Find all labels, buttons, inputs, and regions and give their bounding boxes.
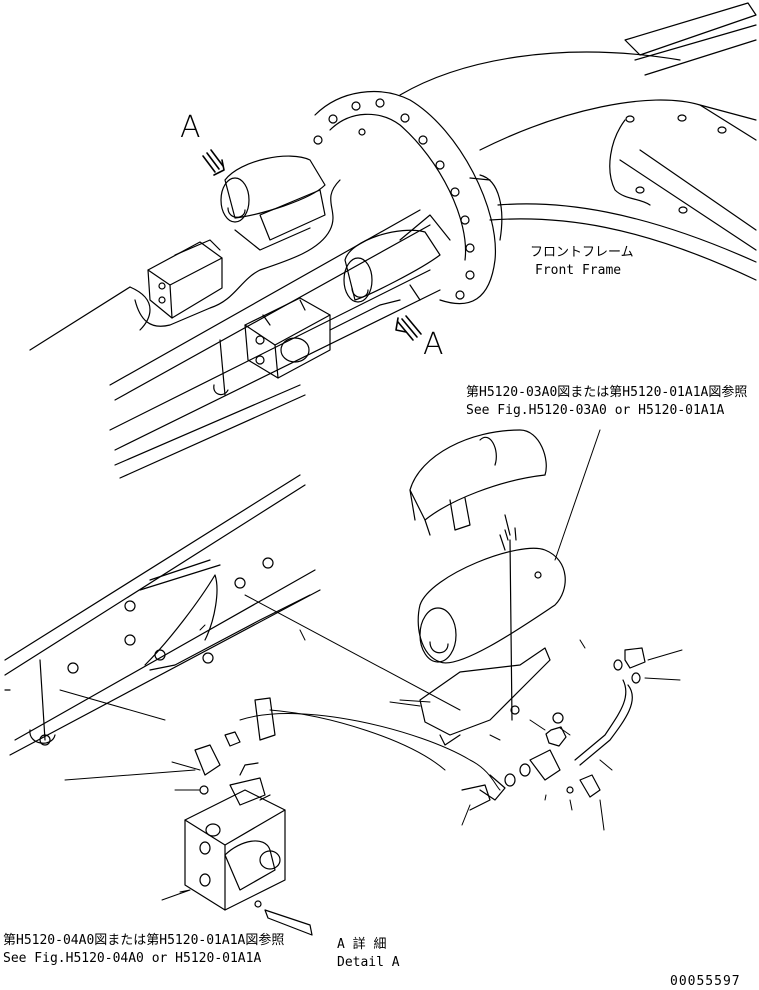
front-frame [399,2,757,281]
view-label-a-top: A [180,110,201,145]
detail-label-jp: A 詳 細 [337,937,387,952]
pointer-lines [161,629,683,901]
leader-lines [59,429,601,791]
flange-ring [313,90,503,305]
detail-label-en: Detail A [337,955,400,970]
brake-accumulator-upper-1 [220,155,326,251]
mounting-bracket [419,527,551,746]
valve-block-lower [184,697,313,936]
fittings-right [461,647,646,811]
reference-lower-en: See Fig.H5120-04A0 or H5120-01A1A [3,951,262,966]
reference-upper-en: See Fig.H5120-03A0 or H5120-01A1A [466,403,725,418]
bracket-cover [409,429,547,551]
brake-accumulator-lower [417,547,566,664]
frame-rails-upper [29,209,441,479]
reference-lower-jp: 第H5120-04A0図または第H5120-01A1A図参照 [3,933,285,948]
frame-rails-lower [4,474,321,756]
front-frame-label-en: Front Frame [535,263,622,278]
front-frame-label-jp: フロントフレーム [530,245,634,260]
drawing-number: 00055597 [670,974,741,989]
view-arrow-top-left [202,149,225,176]
brake-accumulator-upper-2 [343,214,451,303]
view-label-a-right: A [423,327,444,362]
view-arrow-top-right [395,315,422,341]
reference-upper-jp: 第H5120-03A0図または第H5120-01A1A図参照 [466,385,748,400]
valve-block-upper-1 [134,179,341,327]
valve-block-upper-2 [244,297,401,379]
